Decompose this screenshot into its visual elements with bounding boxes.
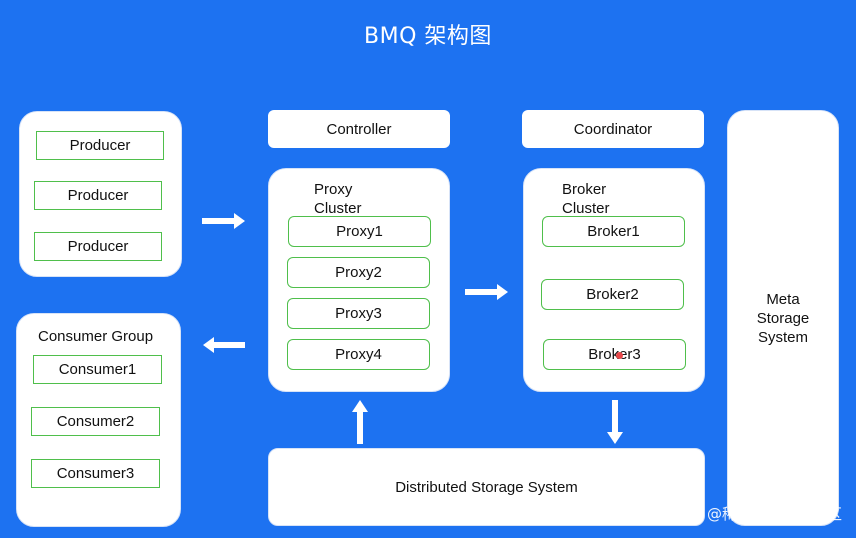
proxy-box-3: Proxy3	[287, 298, 430, 329]
broker-box-1: Broker1	[542, 216, 685, 247]
arrow-right-icon	[202, 213, 245, 229]
proxy-cluster-label-line2: Cluster	[314, 200, 362, 217]
arrow-left-icon	[203, 337, 245, 353]
proxy-cluster-label-line1: Proxy	[314, 181, 353, 198]
producer-box-1: Producer	[36, 131, 164, 160]
consumer-box-2: Consumer2	[31, 407, 160, 436]
cursor-marker	[616, 352, 623, 359]
watermark: @稀土掘金技术社区	[706, 505, 842, 523]
arrow-right-icon	[465, 284, 508, 300]
consumer-group-label: Consumer Group	[38, 328, 154, 345]
meta-storage-line1: Meta	[766, 290, 800, 308]
distributed-storage-label: Distributed Storage System	[395, 478, 578, 496]
consumer-box-1: Consumer1	[33, 355, 162, 384]
meta-storage-line2: Storage	[756, 309, 810, 327]
broker-cluster-label-line2: Cluster	[562, 200, 610, 217]
meta-storage-line3: System	[757, 328, 808, 346]
distributed-storage-panel: Distributed Storage System	[268, 448, 705, 526]
proxy-box-4: Proxy4	[287, 339, 430, 370]
controller-box: Controller	[268, 110, 450, 148]
broker-cluster-label-line1: Broker	[562, 181, 607, 198]
proxy-box-1: Proxy1	[288, 216, 431, 247]
arrow-down-icon	[607, 400, 623, 444]
producer-box-2: Producer	[34, 181, 162, 210]
producer-box-3: Producer	[34, 232, 162, 261]
arrow-up-icon	[352, 400, 368, 444]
broker-box-2: Broker2	[541, 279, 684, 310]
consumer-box-3: Consumer3	[31, 459, 160, 488]
coordinator-box: Coordinator	[522, 110, 704, 148]
meta-storage-panel: Meta Storage System	[727, 110, 839, 526]
diagram-title: BMQ 架构图	[364, 24, 492, 49]
proxy-box-2: Proxy2	[287, 257, 430, 288]
broker-box-3: Broker3	[543, 339, 686, 370]
